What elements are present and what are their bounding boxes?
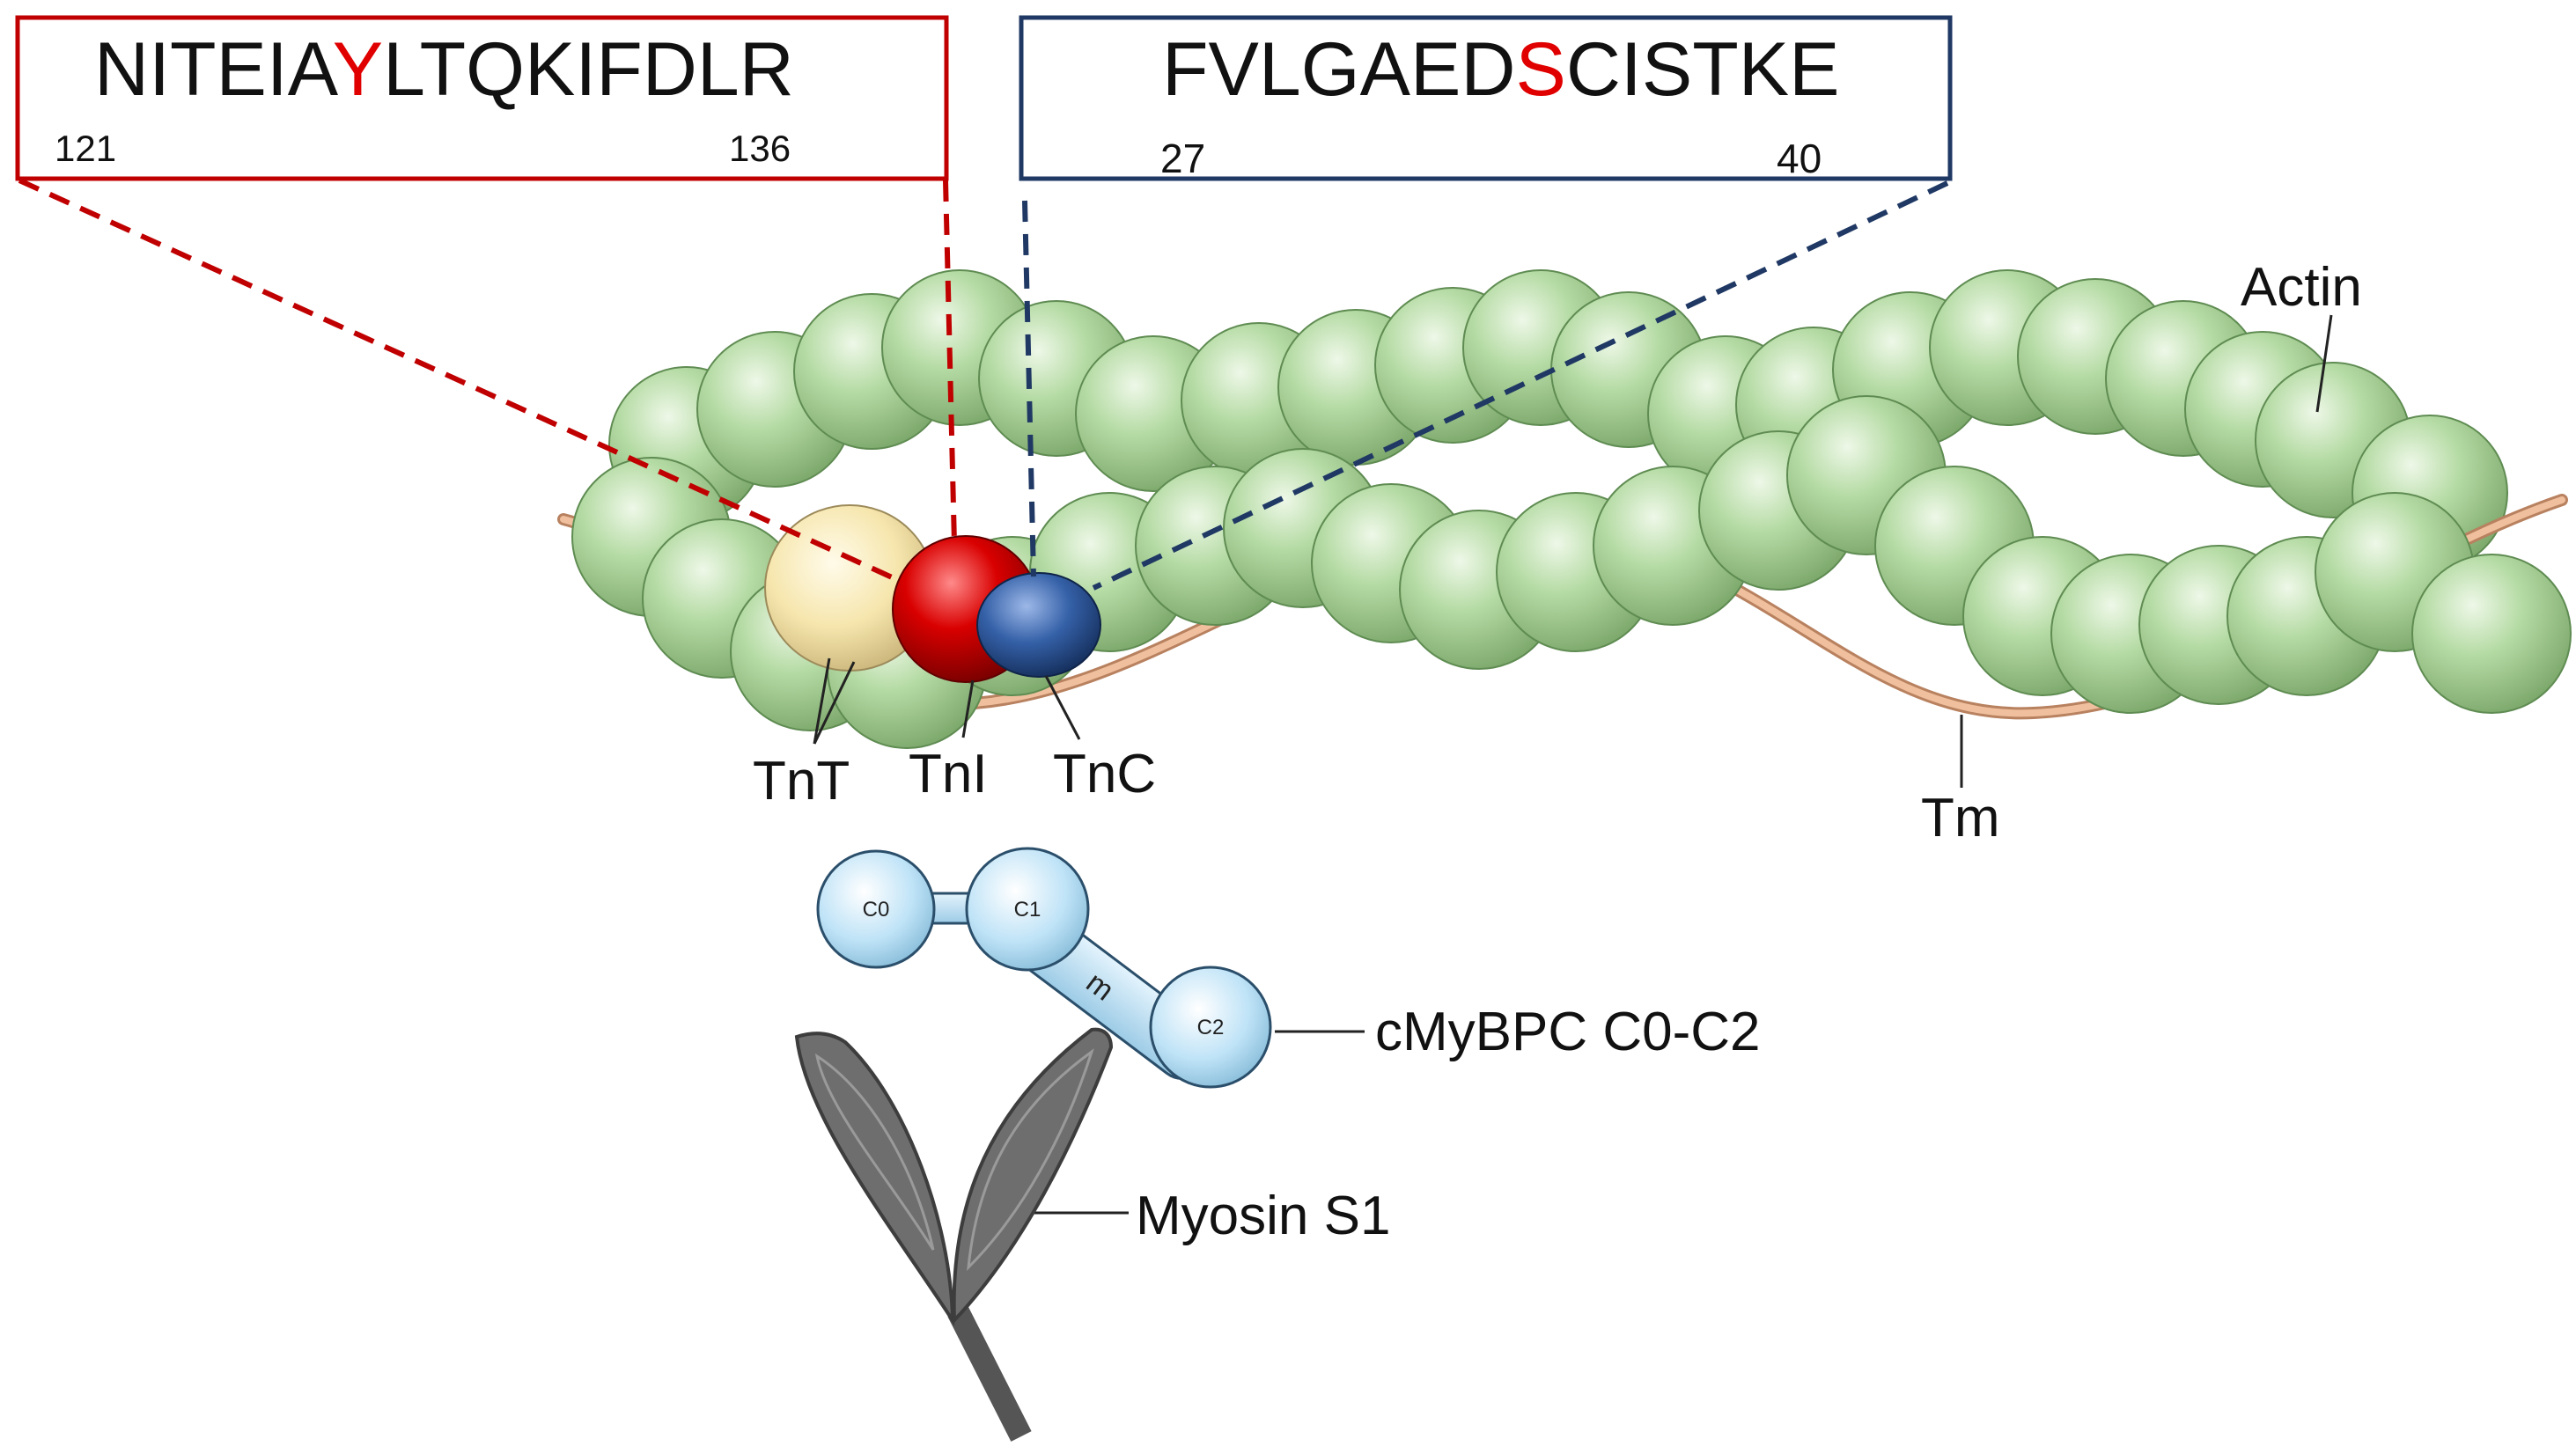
tnt-callout [813,657,831,745]
tnc-peptide-frame [1019,15,1953,181]
c0-domain [816,849,936,969]
c0-domain-label: C0 [863,898,890,922]
mybpc-fragment: m C0 C1 C2 [816,847,1272,1089]
mybpc-label: cMyBPC C0-C2 [1375,1002,1761,1062]
actin-subunit [2411,554,2572,714]
tni-residue-end: 136 [729,128,791,169]
tnt-label: TnT [753,751,850,811]
tnc-peptide-sequence: FVLGAEDSCISTKE [1162,27,1839,112]
tni-peptide-frame [15,15,949,181]
tnc-peptide-box: FVLGAEDSCISTKE 27 40 [1019,15,1953,181]
tni-peptide-box: NITEIAYLTQKIFDLR 121 136 [15,15,949,181]
actin-back-strand [608,269,2508,571]
tm-label: Tm [1921,788,2000,848]
tni-peptide-sequence: NITEIAYLTQKIFDLR [94,27,794,112]
tni-connector-lines [18,178,957,584]
actin-label: Actin [2241,257,2362,318]
myosin-tail [947,1306,1032,1442]
myosin-head-right [952,1027,1114,1325]
myosin-label: Myosin S1 [1136,1186,1390,1246]
c1-domain-label: C1 [1014,898,1041,922]
myosin-head-left-highlight [814,1053,935,1251]
tnc-callout [1044,675,1081,740]
c2-domain [1149,966,1272,1089]
tni-residue-start: 121 [55,128,116,169]
tnc-residue-start: 27 [1160,136,1205,181]
myosin-head-right-highlight [967,1048,1094,1272]
c1-domain [965,847,1090,972]
tnc-residue-end: 40 [1777,136,1822,181]
tnc-connector-lines [1022,180,1949,591]
tni-phospho-site: Y [333,27,383,112]
callout-lines [813,314,2333,1215]
tni-callout [961,679,975,738]
myosin-head-left [794,1032,955,1326]
troponin-complex [764,504,1101,683]
c2-domain-label: C2 [1197,1016,1225,1039]
actin-callout [2315,314,2333,413]
tnt-callout-2 [813,661,856,745]
tni-label: TnI [909,744,988,804]
tnc-label: TnC [1053,744,1156,804]
myosin-s1 [794,1027,1114,1442]
tnc-phospho-site: S [1515,27,1565,112]
tnc-subunit [976,572,1101,678]
